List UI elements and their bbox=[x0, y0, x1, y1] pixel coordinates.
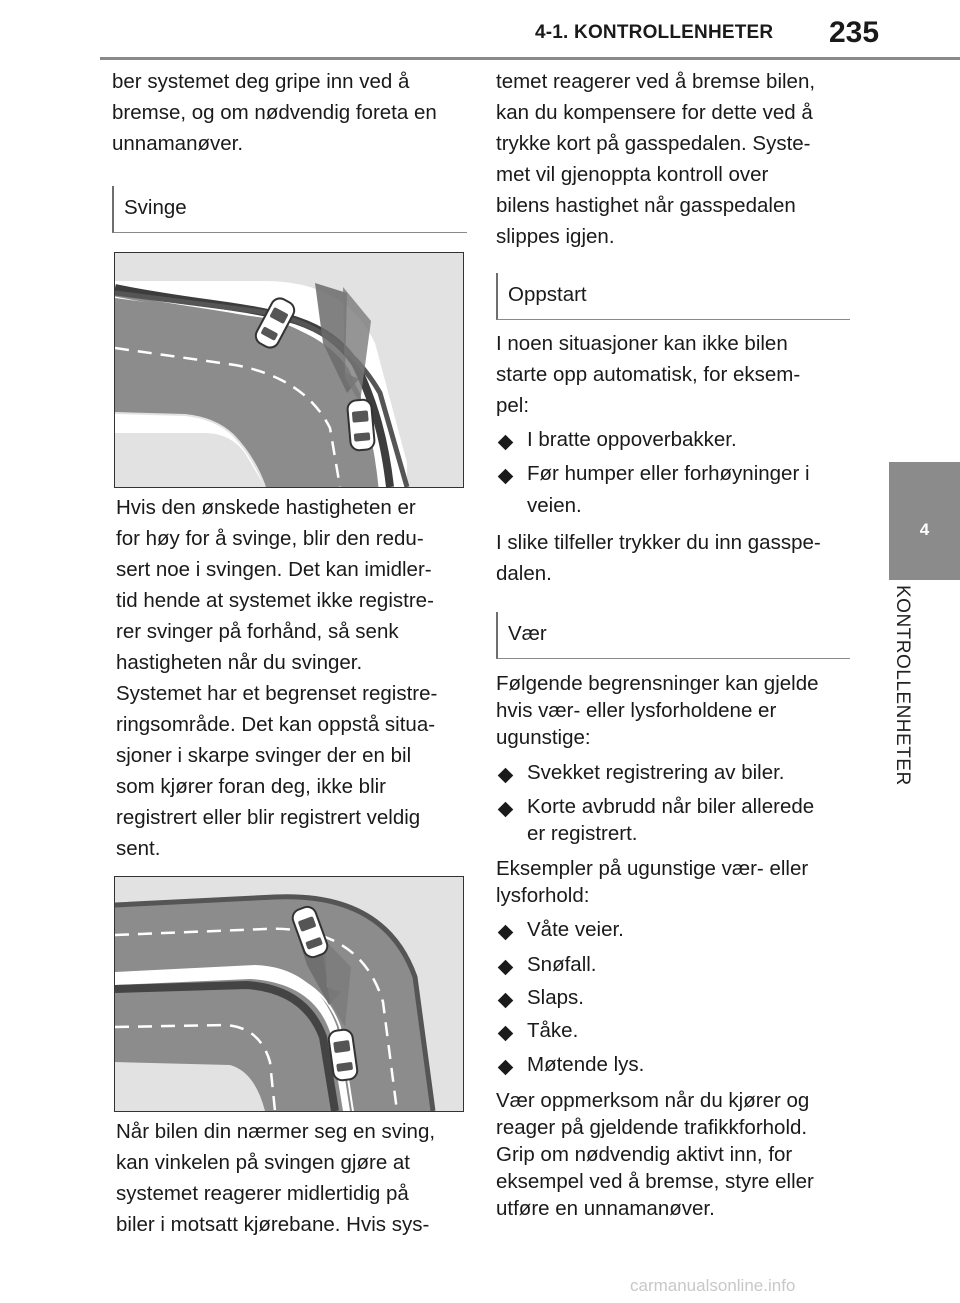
vaer-intro: Følgende begrensninger kan gjelde hvis v… bbox=[496, 670, 819, 751]
text-line: hastigheten når du svinger. bbox=[116, 651, 363, 674]
section-title: 4-1. KONTROLLENHETER bbox=[535, 22, 774, 43]
oppstart-intro: I noen situasjoner kan ikke bilen starte… bbox=[496, 328, 800, 421]
text-line: Systemet har et begrenset registre- bbox=[116, 682, 438, 705]
chapter-tab[interactable]: 4 bbox=[889, 462, 960, 580]
intro-paragraph: ber systemet deg gripe inn ved å bremse,… bbox=[112, 66, 437, 159]
page-header: 4-1. KONTROLLENHETER 235 bbox=[0, 0, 960, 60]
examples-intro: Eksempler på ugunstige vær- eller lysfor… bbox=[496, 855, 808, 909]
text-line: kan du kompensere for dette ved å bbox=[496, 101, 813, 124]
list-item-text: Før humper eller forhøyninger i bbox=[527, 462, 810, 485]
text-line: Følgende begrensninger kan gjelde bbox=[496, 672, 819, 695]
list-item-text: Slaps. bbox=[527, 986, 584, 1009]
list-item-text: I bratte oppoverbakker. bbox=[527, 428, 737, 451]
text-line: registrert eller blir registrert veldig bbox=[116, 806, 421, 829]
range-paragraph: Systemet har et begrenset registre- ring… bbox=[116, 678, 437, 864]
list-item-text: er registrert. bbox=[527, 822, 638, 845]
text-line: bremse, og om nødvendig foreta en bbox=[112, 101, 437, 124]
heading-text: Oppstart bbox=[508, 283, 587, 306]
text-line: kan vinkelen på svingen gjøre at bbox=[116, 1151, 411, 1174]
list-item-text: Korte avbrudd når biler allerede bbox=[527, 795, 815, 818]
text-line: Når bilen din nærmer seg en sving, bbox=[116, 1120, 436, 1143]
text-line: sert noe i svingen. Det kan imidler- bbox=[116, 558, 432, 581]
text-line: Hvis den ønskede hastigheten er bbox=[116, 496, 416, 519]
text-line: I noen situasjoner kan ikke bilen bbox=[496, 332, 788, 355]
text-line: Vær oppmerksom når du kjører og bbox=[496, 1089, 810, 1112]
text-line: dalen. bbox=[496, 562, 552, 585]
list-item-text: Møtende lys. bbox=[527, 1053, 645, 1076]
oppstart-outro: I slike tilfeller trykker du inn gasspe-… bbox=[496, 527, 821, 589]
curve-drawing-2 bbox=[115, 877, 463, 1111]
continuation-paragraph: temet reagerer ved å bremse bilen, kan d… bbox=[496, 66, 815, 252]
heading-vaer: Vær bbox=[496, 612, 850, 659]
text-line: Eksempler på ugunstige vær- eller bbox=[496, 857, 809, 880]
list-item-text: Snøfall. bbox=[527, 953, 597, 976]
heading-oppstart: Oppstart bbox=[496, 273, 850, 320]
text-line: sjoner i skarpe svinger der en bil bbox=[116, 744, 412, 767]
text-line: bilens hastighet når gasspedalen bbox=[496, 194, 796, 217]
text-line: Grip om nødvendig aktivt inn, for bbox=[496, 1143, 793, 1166]
text-line: eksempel ved å bremse, styre eller bbox=[496, 1170, 814, 1193]
text-line: temet reagerer ved å bremse bilen, bbox=[496, 70, 816, 93]
speed-paragraph: Hvis den ønskede hastigheten er for høy … bbox=[116, 492, 434, 678]
angle-paragraph: Når bilen din nærmer seg en sving, kan v… bbox=[116, 1116, 435, 1240]
text-line: met vil gjenoppta kontroll over bbox=[496, 163, 769, 186]
chapter-number: 4 bbox=[919, 520, 930, 539]
list-item-text: Tåke. bbox=[527, 1019, 579, 1042]
text-line: I slike tilfeller trykker du inn gasspe- bbox=[496, 531, 821, 554]
text-line: som kjører foran deg, ikke blir bbox=[116, 775, 387, 798]
text-line: reager på gjeldende trafikkforhold. bbox=[496, 1116, 808, 1139]
text-line: biler i motsatt kjørebane. Hvis sys- bbox=[116, 1213, 430, 1236]
text-line: utføre en unnamanøver. bbox=[496, 1197, 715, 1220]
page-number: 235 bbox=[829, 16, 880, 49]
watermark: carmanualsonline.info bbox=[630, 1276, 796, 1295]
text-line: ringsområde. Det kan oppstå situa- bbox=[116, 713, 436, 736]
text-line: starte opp automatisk, for eksem- bbox=[496, 363, 801, 386]
curve-drawing-1 bbox=[115, 253, 463, 487]
text-line: tid hende at systemet ikke registre- bbox=[116, 589, 434, 612]
header-rule bbox=[100, 57, 960, 60]
heading-text: Svinge bbox=[124, 196, 187, 219]
list-item-text: Våte veier. bbox=[527, 918, 624, 941]
text-line: sent. bbox=[116, 837, 161, 860]
text-line: pel: bbox=[496, 394, 530, 417]
curve-illustration-1 bbox=[114, 252, 464, 488]
text-line: rer svinger på forhånd, så senk bbox=[116, 620, 399, 643]
text-line: unnamanøver. bbox=[112, 132, 244, 155]
text-line: slippes igjen. bbox=[496, 225, 615, 248]
text-line: ugunstige: bbox=[496, 726, 591, 749]
chapter-side-label: KONTROLLENHETER bbox=[892, 585, 933, 805]
text-line: ber systemet deg gripe inn ved å bbox=[112, 70, 410, 93]
heading-svinge: Svinge bbox=[112, 186, 467, 233]
curve-illustration-2 bbox=[114, 876, 464, 1112]
text-line: trykke kort på gasspedalen. Syste- bbox=[496, 132, 811, 155]
text-line: hvis vær- eller lysforholdene er bbox=[496, 699, 777, 722]
heading-text: Vær bbox=[508, 622, 547, 645]
list-item-text: Svekket registrering av biler. bbox=[527, 761, 785, 784]
closing-paragraph: Vær oppmerksom når du kjører og reager p… bbox=[496, 1087, 814, 1222]
chapter-label-text: KONTROLLENHETER bbox=[892, 585, 913, 786]
text-line: for høy for å svinge, blir den redu- bbox=[116, 527, 424, 550]
text-line: systemet reagerer midlertidig på bbox=[116, 1182, 409, 1205]
text-line: lysforhold: bbox=[496, 884, 590, 907]
list-item-text: veien. bbox=[527, 494, 582, 517]
